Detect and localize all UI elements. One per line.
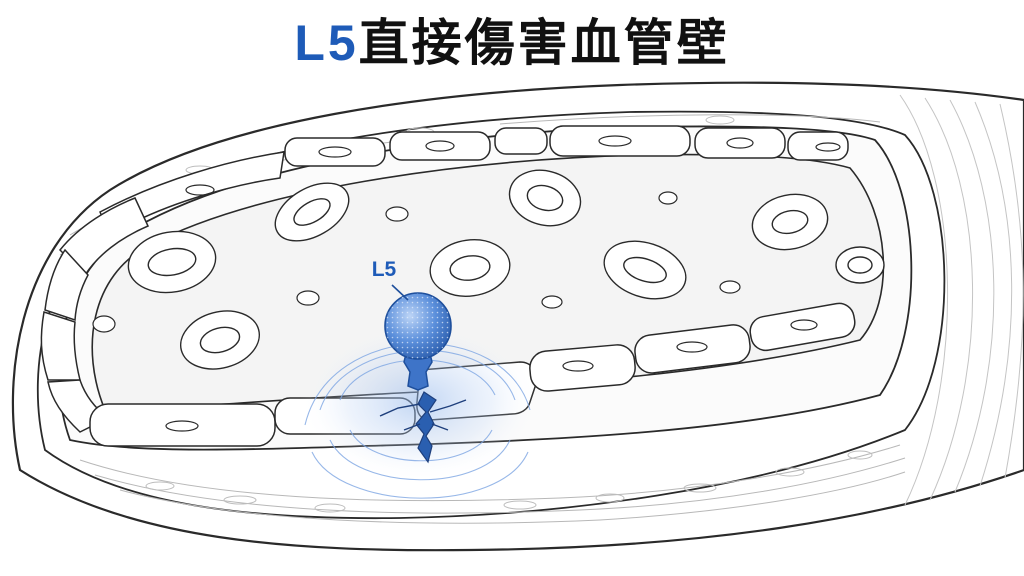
damage-ripples bbox=[304, 343, 531, 499]
red-blood-cell bbox=[274, 182, 350, 242]
endothelial-nuclei-bottom bbox=[165, 319, 818, 432]
red-blood-cell bbox=[429, 239, 511, 297]
endothelial-nuclei-top bbox=[185, 135, 841, 196]
page-title: L5直接傷害血管壁 bbox=[0, 8, 1024, 78]
red-blood-cells bbox=[127, 169, 885, 370]
endothelial-cells-left bbox=[40, 197, 150, 433]
lipoprotein-particle-icon bbox=[384, 292, 452, 391]
small-particles bbox=[92, 191, 741, 333]
wall-crack-icon bbox=[415, 391, 437, 464]
red-blood-cell bbox=[603, 240, 687, 300]
red-blood-cell bbox=[127, 230, 217, 294]
red-blood-cell bbox=[835, 246, 885, 284]
red-blood-cell bbox=[508, 169, 582, 227]
title-accent: L5 bbox=[294, 15, 359, 71]
title-main: 直接傷害血管壁 bbox=[358, 14, 730, 72]
red-blood-cell bbox=[751, 193, 829, 251]
particle-label: L5 bbox=[372, 258, 397, 281]
label-leader-line bbox=[391, 284, 409, 301]
vessel-tube-striations bbox=[899, 94, 1024, 506]
red-blood-cell bbox=[179, 310, 261, 370]
crack-branches bbox=[379, 399, 467, 431]
